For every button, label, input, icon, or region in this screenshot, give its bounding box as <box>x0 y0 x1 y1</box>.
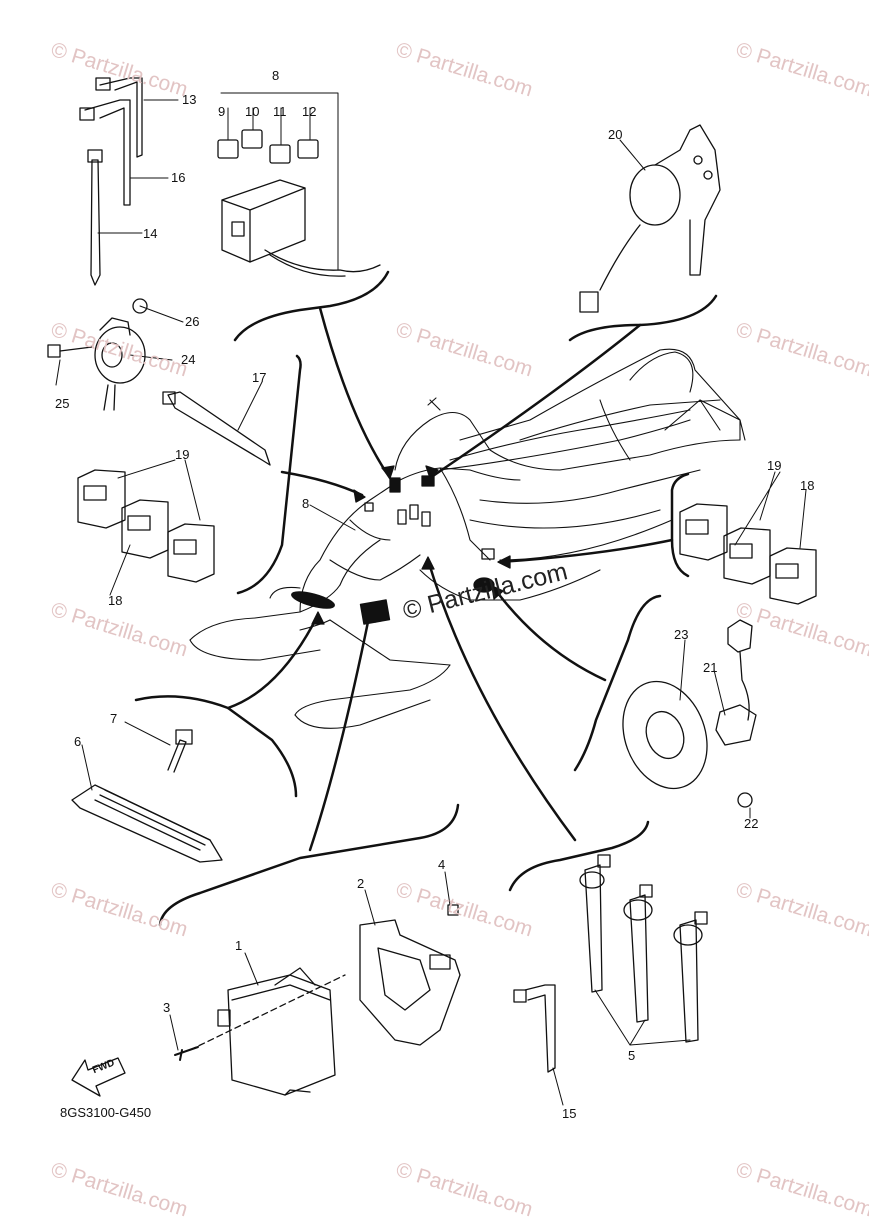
leader-rectifier <box>226 613 320 710</box>
part-label-17[interactable]: 17 <box>252 370 267 385</box>
bracket-fusebox <box>233 270 390 342</box>
part-label-19[interactable]: 19 <box>175 447 190 462</box>
part-label-20[interactable]: 20 <box>608 127 623 142</box>
part-label-7[interactable]: 7 <box>110 711 118 726</box>
cdi-leader-dashed <box>189 974 346 1051</box>
part-label-4[interactable]: 4 <box>438 857 446 872</box>
part-label-23[interactable]: 23 <box>674 627 689 642</box>
bracket-main-switch <box>568 294 718 342</box>
part-label-18[interactable]: 18 <box>108 593 123 608</box>
diagram-code: 8GS3100-G450 <box>60 1105 152 1120</box>
fwd-arrow <box>71 1057 126 1097</box>
part-label-26[interactable]: 26 <box>185 314 200 329</box>
part-label-16[interactable]: 16 <box>171 170 186 185</box>
bracket-coils <box>508 820 650 892</box>
snowmobile-outline <box>189 348 746 729</box>
part-label-13[interactable]: 13 <box>182 92 197 107</box>
leader-pickup <box>492 586 607 682</box>
part-label-22[interactable]: 22 <box>744 816 759 831</box>
relays-right <box>679 503 817 605</box>
cable-tie-13-16-14 <box>79 77 143 286</box>
rotor <box>622 680 708 790</box>
part-label-1[interactable]: 1 <box>235 938 243 953</box>
part-label-18b[interactable]: 18 <box>800 478 815 493</box>
cdi-unit <box>217 967 336 1096</box>
part-label-9[interactable]: 9 <box>218 104 226 119</box>
cdi-bracket <box>359 919 461 1046</box>
leader-coils <box>426 558 577 842</box>
part-label-14[interactable]: 14 <box>143 226 158 241</box>
leader-cdi <box>308 610 372 852</box>
part-label-5[interactable]: 5 <box>628 1048 636 1063</box>
part-label-15[interactable]: 15 <box>562 1106 577 1121</box>
part-label-3[interactable]: 3 <box>163 1000 171 1015</box>
part-label-8b[interactable]: 8 <box>302 496 310 511</box>
relays-left <box>77 469 215 583</box>
fuses <box>217 129 319 164</box>
leader-relays-right <box>498 538 674 564</box>
part-label-12[interactable]: 12 <box>302 104 317 119</box>
part-label-25[interactable]: 25 <box>55 396 70 411</box>
rectifier <box>71 729 223 863</box>
part-label-2[interactable]: 2 <box>357 876 365 891</box>
part-label-8[interactable]: 8 <box>272 68 280 83</box>
cable-tie-15 <box>524 984 556 1073</box>
ignition-coils <box>579 854 708 1043</box>
pickup-coil <box>715 619 757 808</box>
bracket-relays-left <box>236 354 302 595</box>
part-label-24[interactable]: 24 <box>181 352 196 367</box>
leader-fusebox <box>318 306 392 480</box>
leader-relays-left <box>280 470 364 497</box>
leader-main-switch <box>428 323 642 480</box>
fuse-box <box>221 179 381 277</box>
cable-tie-17 <box>167 391 271 466</box>
part-label-11[interactable]: 11 <box>273 104 287 119</box>
bracket-cdi <box>158 803 460 927</box>
bracket-pickup <box>573 594 662 772</box>
bracket-relays-right <box>670 472 690 578</box>
part-label-10[interactable]: 10 <box>245 104 260 119</box>
part-label-21[interactable]: 21 <box>703 660 718 675</box>
main-switch <box>579 124 721 313</box>
part-label-19b[interactable]: 19 <box>767 458 782 473</box>
bracket-rectifier <box>134 695 298 798</box>
part-label-6[interactable]: 6 <box>74 734 82 749</box>
horn <box>47 298 148 411</box>
